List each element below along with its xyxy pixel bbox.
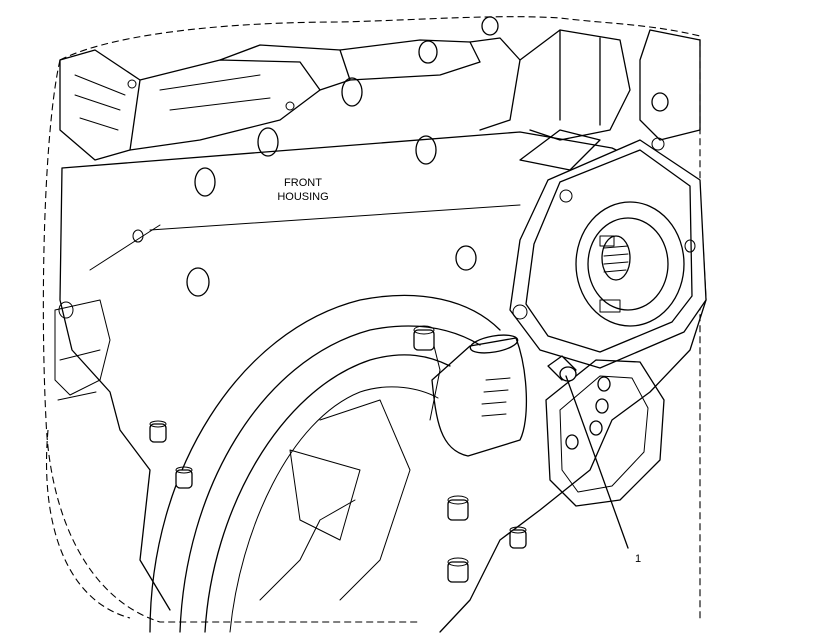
engine-phantom-outline [42,16,701,623]
bolt [413,325,435,351]
callout-leader-line [565,375,629,549]
lower-drive-cover [545,359,665,507]
flange-bolts [149,325,527,583]
bolt [509,526,527,549]
bolt [447,495,469,521]
upper-housing-features [54,29,701,401]
drive-gear-cylinder [431,334,528,457]
callout-number-label: 1 [635,553,641,565]
front-housing-label-line2: HOUSING [277,191,328,203]
front-housing-label-line1: FRONT [284,177,322,189]
bolt [149,420,167,443]
housing-bolt-holes [58,16,669,319]
bolt [447,557,469,583]
callout-bolt [547,355,577,382]
gear-cover-opening [149,294,501,633]
accessory-drive-housing [509,129,707,369]
bolt [175,466,193,489]
